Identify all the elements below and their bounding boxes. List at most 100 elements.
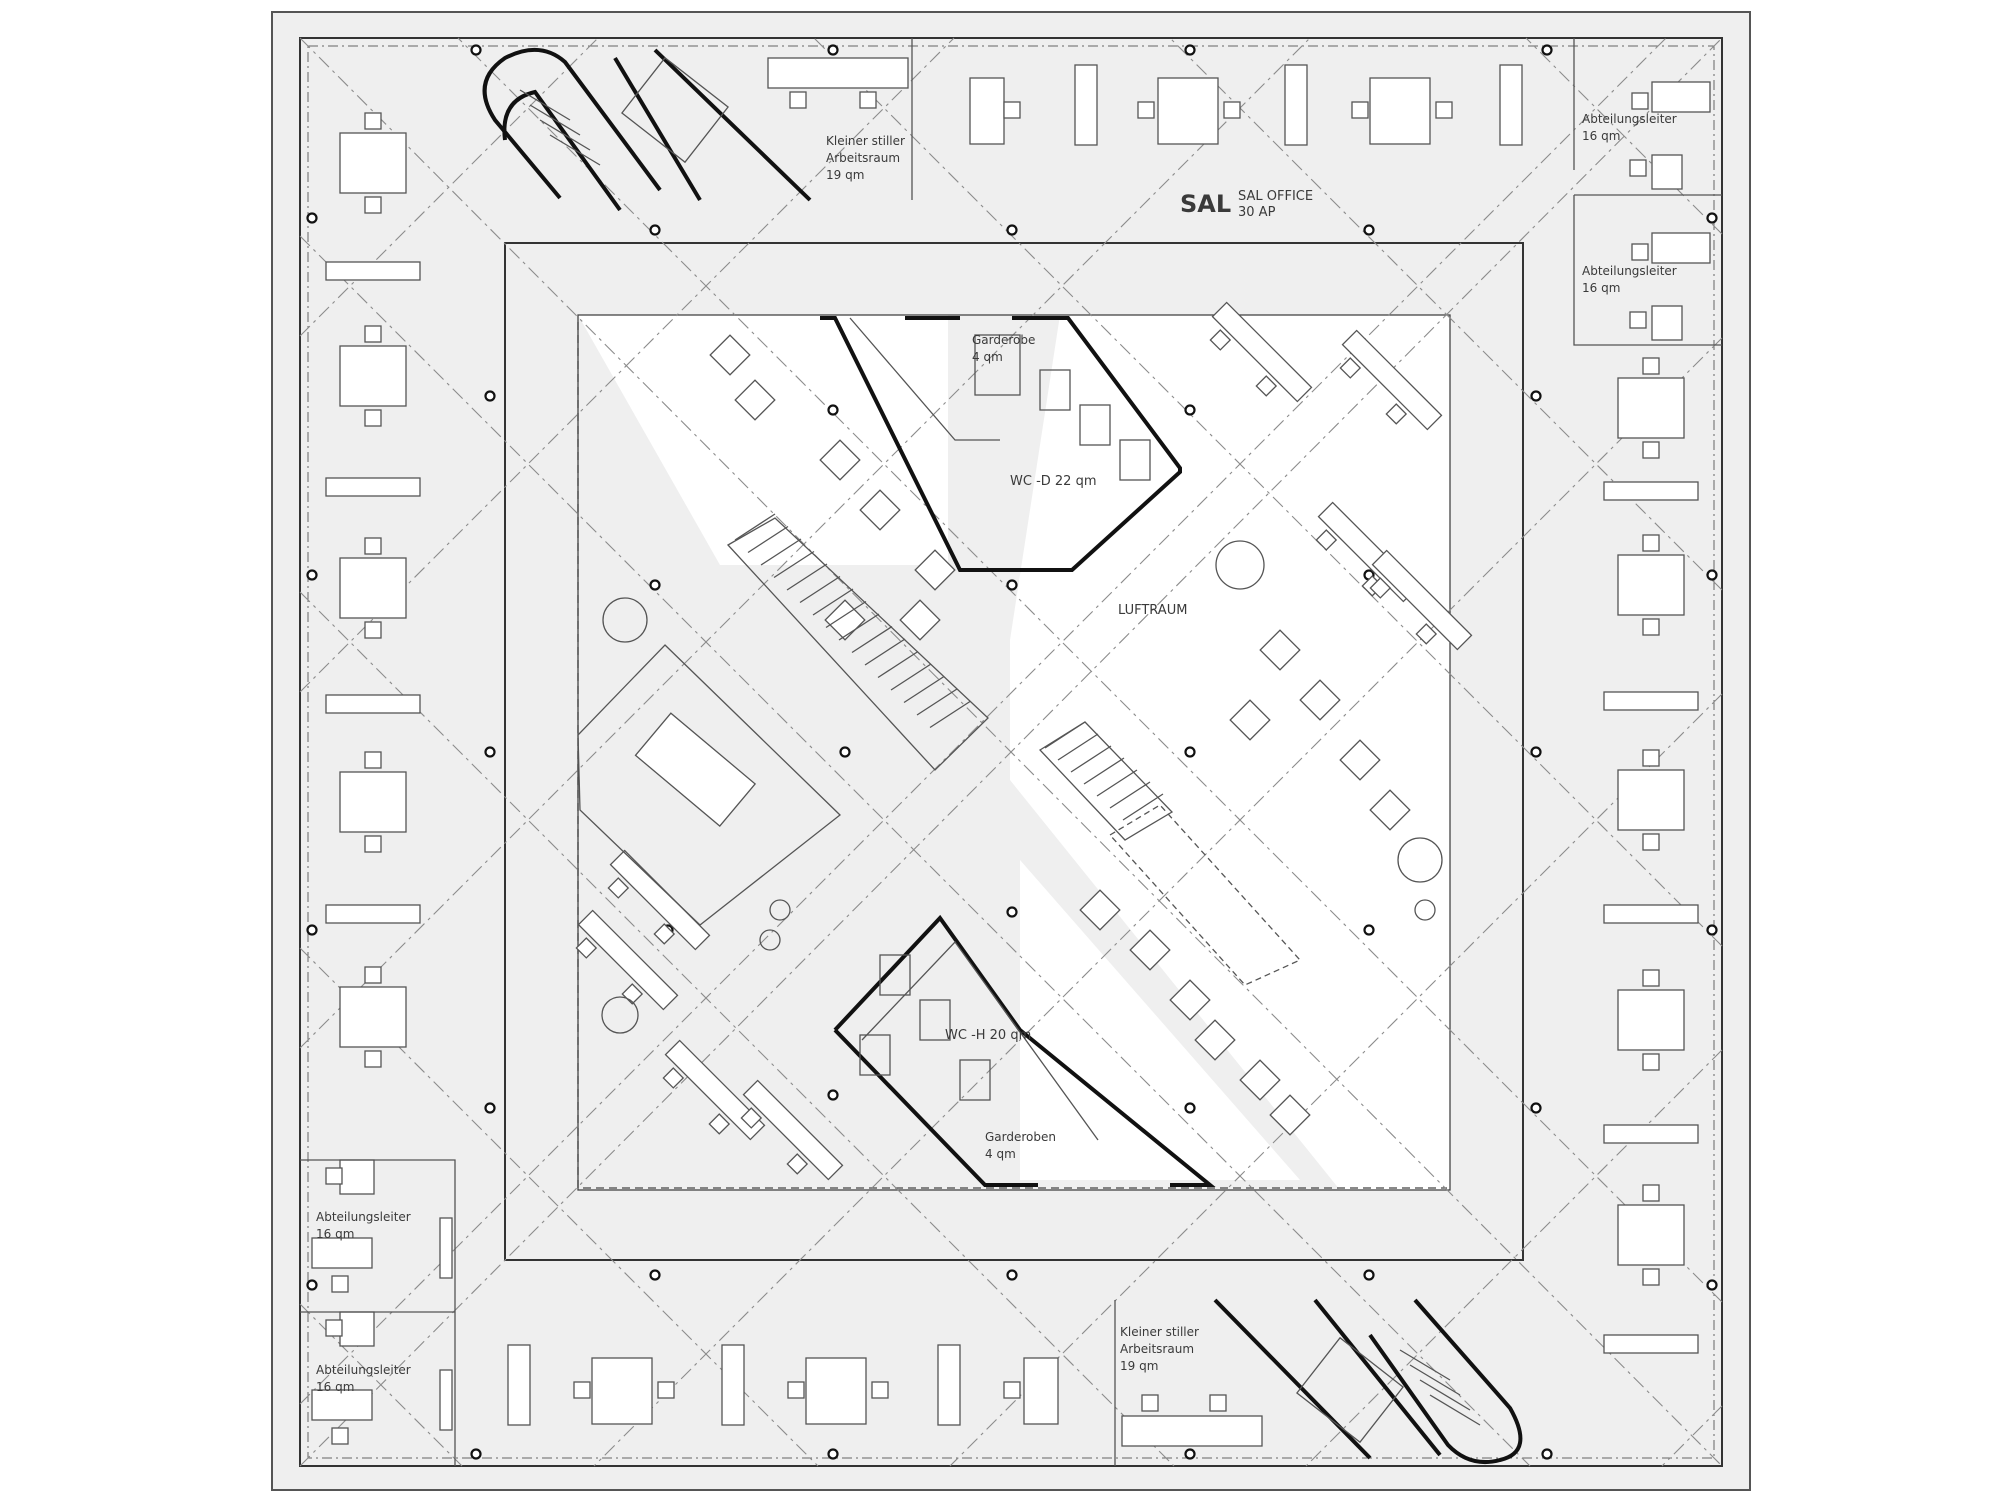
- stair-tread: [838, 613, 880, 641]
- room-area: 16 qm: [1582, 129, 1620, 143]
- chair: [1315, 529, 1338, 551]
- chair: [1223, 101, 1241, 119]
- column: [1541, 1448, 1553, 1460]
- grid-line: [949, 693, 1723, 1467]
- stair-tread: [1057, 733, 1099, 761]
- partitions: [300, 38, 1722, 1466]
- desk: [339, 1159, 375, 1195]
- chair: [653, 923, 676, 945]
- column: [827, 44, 839, 56]
- chair: [1642, 749, 1660, 767]
- column: [484, 746, 496, 758]
- chair: [573, 1381, 591, 1399]
- column: [484, 390, 496, 402]
- lounge-seat: [1259, 629, 1301, 671]
- seat: [1169, 979, 1211, 1021]
- column: [1006, 224, 1018, 236]
- room-label: Abteilungsleiter: [1582, 264, 1677, 278]
- grid-line: [299, 37, 1311, 1049]
- stair-tread: [877, 650, 919, 679]
- void-area: [1020, 860, 1300, 1180]
- wc-core-north: [820, 316, 1182, 572]
- seat: [1269, 1094, 1311, 1136]
- chair: [1642, 833, 1660, 851]
- column: [1530, 1102, 1542, 1114]
- desk: [1603, 1334, 1699, 1354]
- lounge-seat: [1194, 1019, 1236, 1061]
- column: [1706, 569, 1718, 581]
- grid-line: [299, 37, 1723, 1467]
- desk: [325, 261, 421, 281]
- lounge-seat: [899, 599, 941, 641]
- desk: [969, 77, 1005, 145]
- column: [827, 1089, 839, 1101]
- grid-line: [813, 37, 1723, 947]
- chair: [1631, 243, 1649, 261]
- stair-tread: [760, 538, 802, 566]
- chair: [364, 621, 382, 639]
- desk: [1617, 377, 1685, 439]
- room-area: 19 qm: [1120, 1359, 1158, 1373]
- void-area: [578, 315, 948, 565]
- chair: [740, 1107, 763, 1129]
- stair-tread: [1109, 781, 1151, 809]
- stair-tread: [864, 638, 906, 666]
- workstation: [1369, 549, 1473, 651]
- column: [827, 1448, 839, 1460]
- chair: [1255, 375, 1278, 397]
- grid-line: [299, 37, 955, 693]
- column: [1006, 906, 1018, 918]
- column: [1530, 746, 1542, 758]
- chair: [607, 877, 630, 899]
- chair: [787, 1381, 805, 1399]
- chair: [325, 1167, 343, 1185]
- desk: [577, 909, 679, 1011]
- lounge-seat: [1299, 679, 1341, 721]
- room-label: Abteilungsleiter: [316, 1363, 411, 1377]
- desk: [1603, 1124, 1699, 1144]
- chair: [364, 537, 382, 555]
- chair: [1642, 1184, 1660, 1202]
- column: [306, 1279, 318, 1291]
- lounge-seat: [1369, 789, 1411, 831]
- chair: [1642, 969, 1660, 987]
- desk: [1371, 549, 1473, 651]
- wc-core-south: [833, 914, 1216, 1187]
- lounge-seat: [1079, 889, 1121, 931]
- chair: [657, 1381, 675, 1399]
- room-label: Garderoben: [985, 1130, 1056, 1144]
- chair: [1003, 101, 1021, 119]
- lounge-seat: [1129, 929, 1171, 971]
- desk: [325, 904, 421, 924]
- lounge-seat: [1229, 699, 1271, 741]
- grid-line: [299, 591, 1175, 1467]
- lounge-seat: [1169, 979, 1211, 1021]
- chair: [1141, 1394, 1159, 1412]
- column: [306, 924, 318, 936]
- chair: [1137, 101, 1155, 119]
- workstation: [1339, 329, 1443, 431]
- chair: [364, 409, 382, 427]
- desk: [1603, 904, 1699, 924]
- column: [1530, 390, 1542, 402]
- column: [827, 404, 839, 416]
- desk: [805, 1357, 867, 1425]
- column: [484, 1102, 496, 1114]
- column: [470, 1448, 482, 1460]
- desk: [1617, 1204, 1685, 1266]
- chair: [364, 1050, 382, 1068]
- column: [1363, 1269, 1375, 1281]
- chair: [871, 1381, 889, 1399]
- desk: [339, 1311, 375, 1347]
- desk: [1023, 1357, 1059, 1425]
- grid-line: [457, 37, 1723, 1303]
- desk: [311, 1389, 373, 1421]
- room-area: 16 qm: [316, 1227, 354, 1241]
- lounge-seat: [914, 549, 956, 591]
- lounge-seat: [859, 489, 901, 531]
- workstation: [607, 849, 711, 951]
- column: [1006, 579, 1018, 591]
- chair: [575, 937, 598, 959]
- office-furniture: [311, 57, 1711, 1447]
- column: [1706, 924, 1718, 936]
